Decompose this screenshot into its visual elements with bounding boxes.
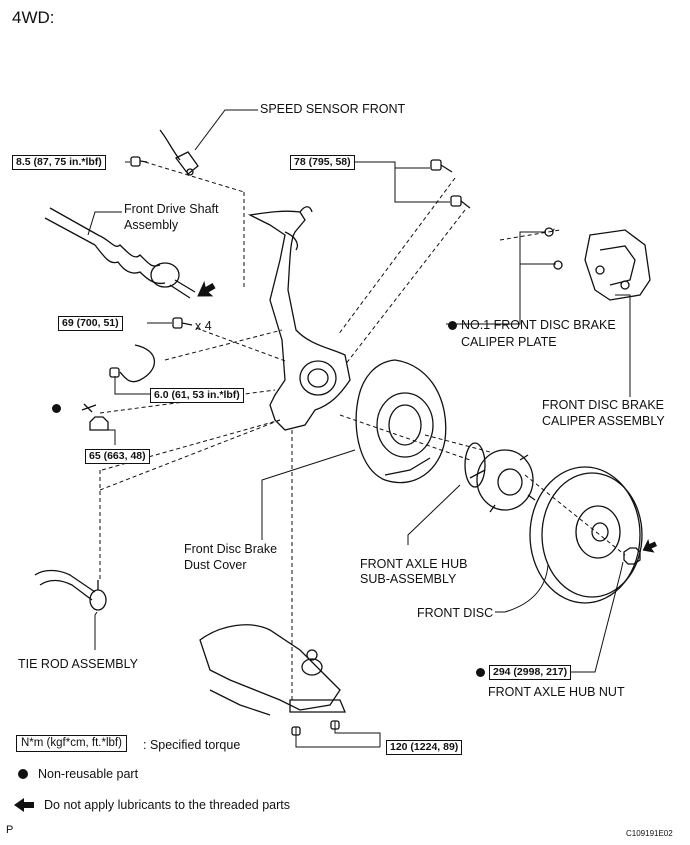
drive-shaft-drawing [44,207,196,299]
footer-figure-id: C109191E02 [626,829,673,838]
label-axle-hub-1: FRONT AXLE HUB [360,557,468,571]
label-caliper-assy-2: CALIPER ASSEMBLY [542,414,665,428]
caliper-plate-text-1: NO.1 FRONT DISC BRAKE [461,318,616,332]
front-disc-drawing [529,466,643,604]
bolts-78 [430,159,471,209]
steering-knuckle-drawing [247,206,351,431]
non-reusable-dot-icon-cotter [52,404,61,413]
label-hub-nut: FRONT AXLE HUB NUT [488,685,625,699]
leader-lines [87,109,631,748]
label-speed-sensor: SPEED SENSOR FRONT [260,102,406,116]
legend-torque-box: N*m (kgf*cm, ft.*lbf) [16,735,127,752]
nut-65 [89,416,109,431]
non-reusable-dot-icon-hub-nut [476,668,485,678]
torque-65: 65 (663, 48) [85,449,150,464]
footer-left-mark: P [6,824,14,836]
label-dust-cover-1: Front Disc Brake [184,542,278,556]
hub-nut-drawing [623,547,641,565]
bolt-6-0 [109,344,156,383]
caliper-plate-bolts [544,227,563,270]
label-qty-x4: x 4 [195,319,212,333]
legend-non-reusable-dot [18,769,28,779]
torque-294: 294 (2998, 217) [489,665,572,680]
dust-cover-drawing [355,359,447,484]
legend-non-reusable: Non-reusable part [38,767,139,781]
non-reusable-dot-icon [448,321,457,331]
torque-6-0: 6.0 (61, 53 in.*lbf) [150,388,244,403]
dashed-guide-lines [99,161,626,700]
cotter-pin [81,403,97,413]
bolt-69 [172,317,193,329]
torque-294-row [476,665,489,680]
tie-rod-drawing [34,569,107,611]
label-drive-shaft-1: Front Drive Shaft [124,202,219,216]
label-tie-rod: TIE ROD ASSEMBLY [18,657,138,671]
label-caliper-plate-2: CALIPER PLATE [461,335,557,349]
no-lubricant-arrow-shaft [197,280,216,297]
label-caliper-plate-1: NO.1 FRONT DISC BRAKE [448,318,616,333]
axle-hub-drawing [464,442,536,513]
torque-120: 120 (1224, 89) [386,740,463,755]
label-caliper-assy-1: FRONT DISC BRAKE [542,398,665,412]
lower-arm-drawing [199,624,346,736]
legend-torque-desc: : Specified torque [143,738,241,752]
speed-sensor-drawing [159,129,199,176]
legend-no-lubricant: Do not apply lubricants to the threaded … [44,798,290,812]
label-axle-hub-2: SUB-ASSEMBLY [360,572,457,586]
torque-8-5: 8.5 (87, 75 in.*lbf) [12,155,106,170]
no-lubricant-arrow-nut [642,539,658,553]
torque-69: 69 (700, 51) [58,316,123,331]
legend-no-lubricant-arrow [14,798,34,812]
bolt-8-5 [130,156,148,167]
label-drive-shaft-2: Assembly [124,218,179,232]
label-front-disc: FRONT DISC [417,606,494,620]
label-dust-cover-2: Dust Cover [184,558,247,572]
variant-heading: 4WD: [12,8,55,27]
caliper-drawing [584,229,651,301]
torque-78: 78 (795, 58) [290,155,355,170]
